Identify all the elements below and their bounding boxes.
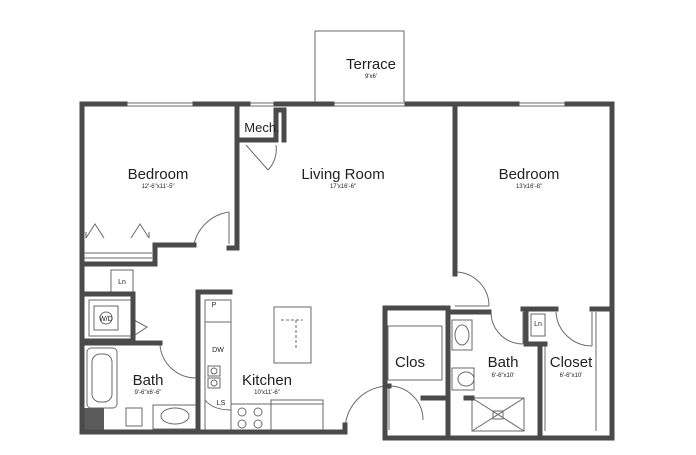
tub-floor [84,408,104,432]
linen-2-label: Ln [534,321,542,328]
kitchen-dims: 10'x11'-6" [254,390,280,396]
room-labels: Terrace 9'x6' Bedroom 12'-6"x11'-5" Mech… [128,56,594,396]
terrace-label: Terrace [346,56,396,73]
washer-dryer-label: W/D [99,316,113,323]
bath-1-label: Bath [133,372,164,389]
pantry-label: P [212,302,217,309]
linen-1-label: Ln [118,279,126,286]
living-room-label: Living Room [301,166,384,183]
bedroom-1-dims: 12'-6"x11'-5" [141,184,174,190]
living-room-dims: 17'x16'-6" [330,184,356,190]
mech-label: Mech. [244,120,279,135]
bedroom-2-dims: 13'x16'-8" [516,184,542,190]
terrace-dims: 9'x6' [365,74,377,80]
closet-label: Closet [550,354,593,371]
closet-dims: 6'-6"x10' [560,373,583,379]
lazy-susan-label: LS [217,400,226,407]
clos-label: Clos [395,354,425,371]
fixture-labels: Ln W/D P DW LS Ln [99,279,542,407]
bedroom-2-label: Bedroom [499,166,560,183]
walls [79,101,615,441]
bath-2-label: Bath [488,354,519,371]
bath-2-dims: 6'-6"x10' [492,373,515,379]
bedroom-1-label: Bedroom [128,166,189,183]
bath-1-dims: 9'-6"x6'-6" [135,390,162,396]
dishwasher-label: DW [212,347,224,354]
detail-lines [84,30,597,432]
kitchen-label: Kitchen [242,372,292,389]
